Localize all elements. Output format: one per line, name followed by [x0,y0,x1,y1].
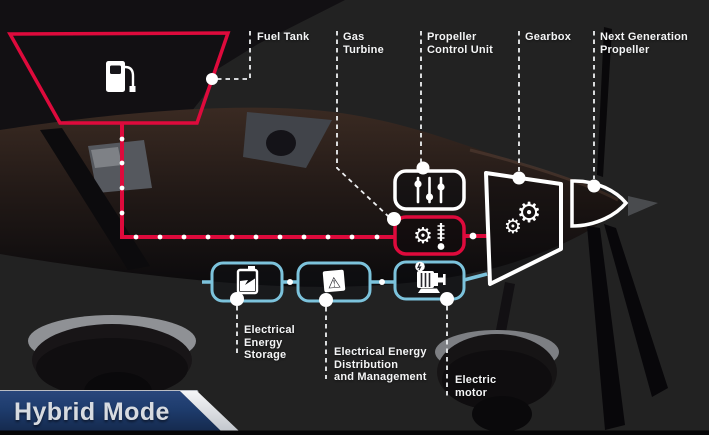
gas-turbine-dot [387,212,401,226]
gearbox-label: Gearbox [525,31,572,43]
eedm-dot [319,293,333,307]
electric-line-dot [287,279,293,285]
aircraft-photo [0,0,668,432]
cowl-highlight [469,148,619,202]
gears-icon: ⚙ ⚙ [504,196,542,238]
electric-line-dot [379,279,385,285]
electric-system: ⚠ [202,260,488,303]
gas-turbine-leader [336,31,390,218]
powertrain-boxes: ⚙ ⚙ ⚙ [393,169,629,286]
turbine-gear-icon: ⚙ [413,223,445,250]
gearbox-dot [512,171,526,185]
gas-turbine-box [393,215,466,256]
letterbox-bar [0,430,709,435]
propeller-control-unit-label: Propeller Control Unit [427,31,493,56]
warning-glyph: ⚠ [327,273,342,292]
pcu-dot [416,161,430,175]
mode-banner [0,390,239,431]
fuel-line-dots [119,136,477,240]
warning-box-icon: ⚠ [322,269,346,293]
fuel-tank-leader [214,31,251,80]
gear-small-glyph: ⚙ [504,214,522,238]
mode-banner-label: Hybrid Mode [14,398,170,426]
center-wheel-fairing [435,282,559,432]
aircraft-fuselage [0,107,622,287]
turbine-gear-glyph: ⚙ [413,224,433,249]
fuel-pump-icon [106,61,136,92]
fuel-system [7,31,487,240]
left-wheel-fairing [28,315,196,412]
fuel-tank-label: Fuel Tank [257,31,310,43]
electrical-energy-storage-label: Electrical Energy Storage [244,324,295,361]
pilot-silhouette [266,130,296,156]
aircraft-wing [0,0,345,149]
electric-motor-dot [440,292,454,306]
battery-icon [236,266,259,295]
propeller-blades [587,27,668,430]
gas-turbine-label: Gas Turbine [343,31,384,56]
fuel-tank-outline [7,31,231,125]
connector-dots [206,73,601,307]
ees-dot [230,292,244,306]
gearbox-outline [484,171,563,286]
electric-line-3 [463,272,488,282]
banner-stripe [180,391,239,431]
banner-shape [0,391,221,431]
gear-large-glyph: ⚙ [516,196,541,229]
electrical-energy-storage-box [210,261,284,303]
electrical-energy-distribution-label: Electrical Energy Distribution and Manag… [334,346,427,383]
electric-motor-label: Electric motor [455,374,497,399]
window-reflection [91,147,122,168]
prop-blur-wedge [628,196,658,216]
sliders-icon [414,176,445,204]
leader-lines [214,31,595,396]
electric-motor-icon [415,261,446,293]
next-generation-propeller-label: Next Generation Propeller [600,31,688,56]
fuel-tank-dot [206,73,218,85]
next-gen-propeller-dot [587,179,601,193]
